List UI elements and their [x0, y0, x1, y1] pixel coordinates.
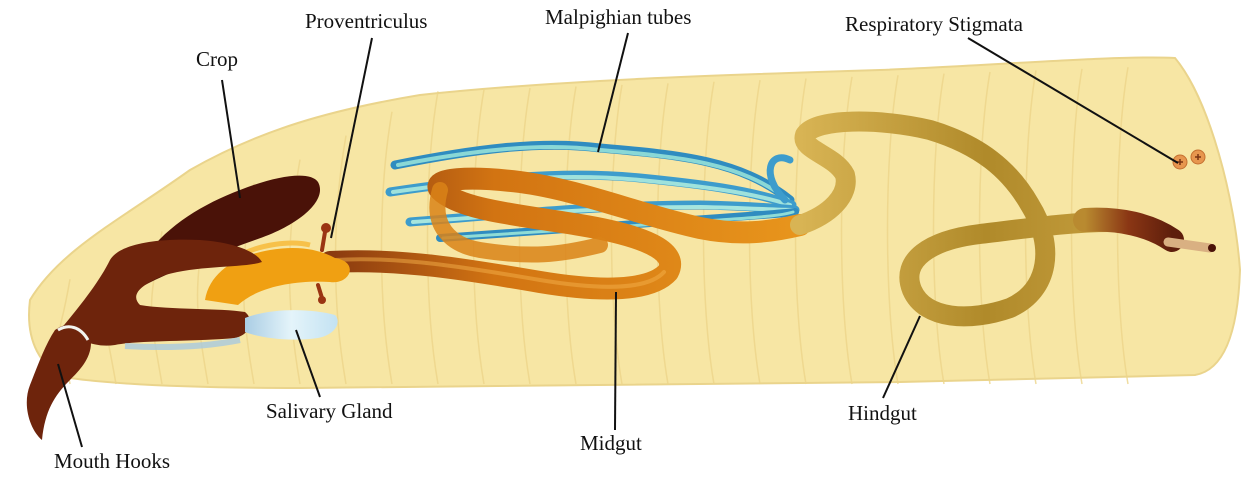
label-respiratory-stigmata: Respiratory Stigmata — [845, 12, 1024, 36]
label-mouth-hooks: Mouth Hooks — [54, 449, 170, 473]
label-midgut: Midgut — [580, 431, 642, 455]
label-malpighian-tubes: Malpighian tubes — [545, 5, 691, 29]
salivary-gland — [245, 310, 338, 340]
midgut-leader — [615, 292, 616, 430]
label-hindgut: Hindgut — [848, 401, 917, 425]
label-proventriculus: Proventriculus — [305, 9, 427, 33]
label-crop: Crop — [196, 47, 238, 71]
label-salivary-gland: Salivary Gland — [266, 399, 393, 423]
